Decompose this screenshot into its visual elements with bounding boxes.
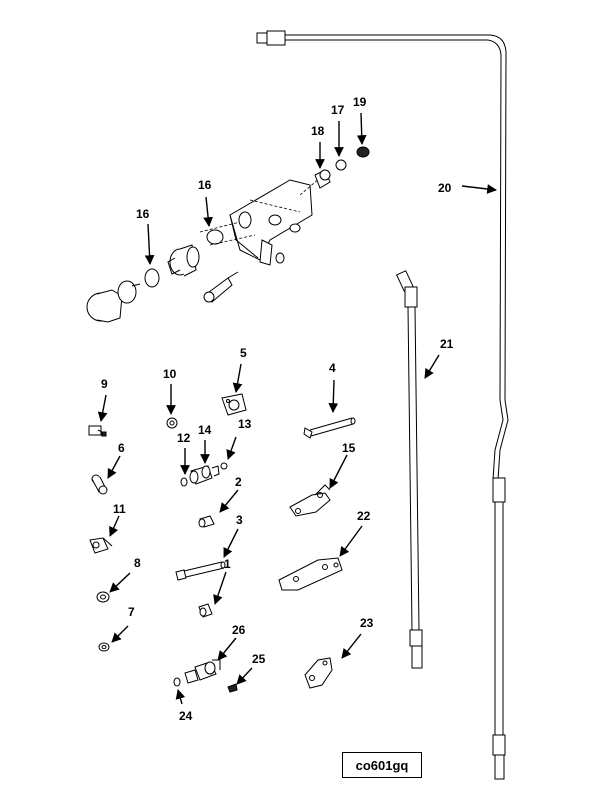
callout-23: 23 [360, 616, 374, 630]
callout-26: 26 [232, 623, 246, 637]
callout-18: 18 [311, 124, 325, 138]
leader-22 [339, 525, 363, 557]
leader-24 [175, 689, 186, 705]
callout-3: 3 [236, 513, 243, 527]
part-1-bolt [198, 603, 213, 618]
leader-19 [356, 112, 367, 145]
callout-labels: 16 16 18 17 19 20 21 5 4 9 10 14 13 12 6… [101, 95, 454, 723]
part-7-washer [98, 642, 110, 652]
part-8-washer [96, 591, 110, 603]
callout-24: 24 [179, 709, 193, 723]
leader-4 [328, 379, 339, 413]
part-22-plate [278, 557, 343, 591]
part-3-bolt [175, 561, 226, 581]
figure-code-label: co601gq [342, 752, 422, 778]
callout-16a: 16 [136, 207, 150, 221]
leader-7 [111, 625, 129, 643]
part-23-bracket [304, 657, 333, 689]
callout-2: 2 [235, 475, 242, 489]
leader-16b [203, 196, 213, 227]
leader-6 [107, 455, 121, 479]
callout-22: 22 [357, 509, 371, 523]
leader-15 [329, 454, 348, 489]
callout-6: 6 [118, 441, 125, 455]
callout-19: 19 [353, 95, 367, 109]
callout-10: 10 [163, 367, 177, 381]
callout-9: 9 [101, 377, 108, 391]
leader-13 [226, 436, 237, 460]
callout-12: 12 [177, 431, 191, 445]
leader-20 [461, 184, 497, 194]
part-4-bolt [303, 417, 356, 439]
callout-21: 21 [440, 337, 454, 351]
callout-4: 4 [329, 361, 336, 375]
callout-5: 5 [240, 346, 247, 360]
leader-16a [144, 223, 155, 265]
leader-3 [223, 528, 239, 558]
master-cylinder-assembly [86, 146, 370, 323]
callout-11: 11 [113, 502, 126, 516]
part-14-union [180, 462, 228, 487]
callout-13: 13 [238, 417, 252, 431]
part-26-elbow-fitting [173, 659, 238, 693]
callout-25: 25 [252, 652, 266, 666]
leader-11 [109, 515, 120, 537]
callout-1: 1 [224, 557, 231, 571]
callout-7: 7 [128, 605, 135, 619]
leader-23 [341, 633, 362, 659]
part-21-brake-line [396, 270, 423, 669]
leader-1 [213, 571, 227, 605]
callout-17: 17 [331, 103, 345, 117]
leader-5 [232, 363, 243, 393]
leader-26 [217, 637, 237, 661]
leader-arrows [97, 112, 497, 705]
part-15-bracket [289, 484, 331, 517]
callout-14: 14 [198, 423, 212, 437]
callout-16b: 16 [198, 178, 212, 192]
leader-21 [424, 354, 440, 379]
part-20-brake-line [256, 30, 509, 780]
part-5-clamp [221, 393, 247, 416]
callout-8: 8 [134, 556, 141, 570]
part-6-fitting [91, 474, 108, 495]
leader-9 [97, 394, 108, 422]
part-11-clip [89, 537, 113, 554]
callout-15: 15 [342, 441, 356, 455]
part-10-nut [166, 417, 178, 429]
leader-8 [109, 572, 131, 593]
part-2-fitting [198, 515, 215, 528]
callout-20: 20 [438, 181, 452, 195]
part-9-bleeder-screw [88, 425, 107, 437]
leader-2 [219, 489, 239, 513]
leader-25 [236, 667, 253, 685]
